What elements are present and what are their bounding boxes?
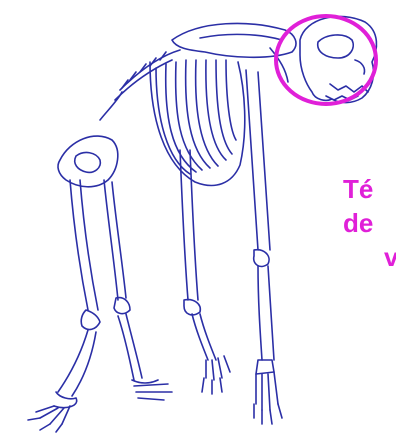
caption-line-2: de (343, 206, 373, 240)
caption-line-3: v (384, 240, 396, 274)
caption-line-1: Té (343, 172, 373, 206)
